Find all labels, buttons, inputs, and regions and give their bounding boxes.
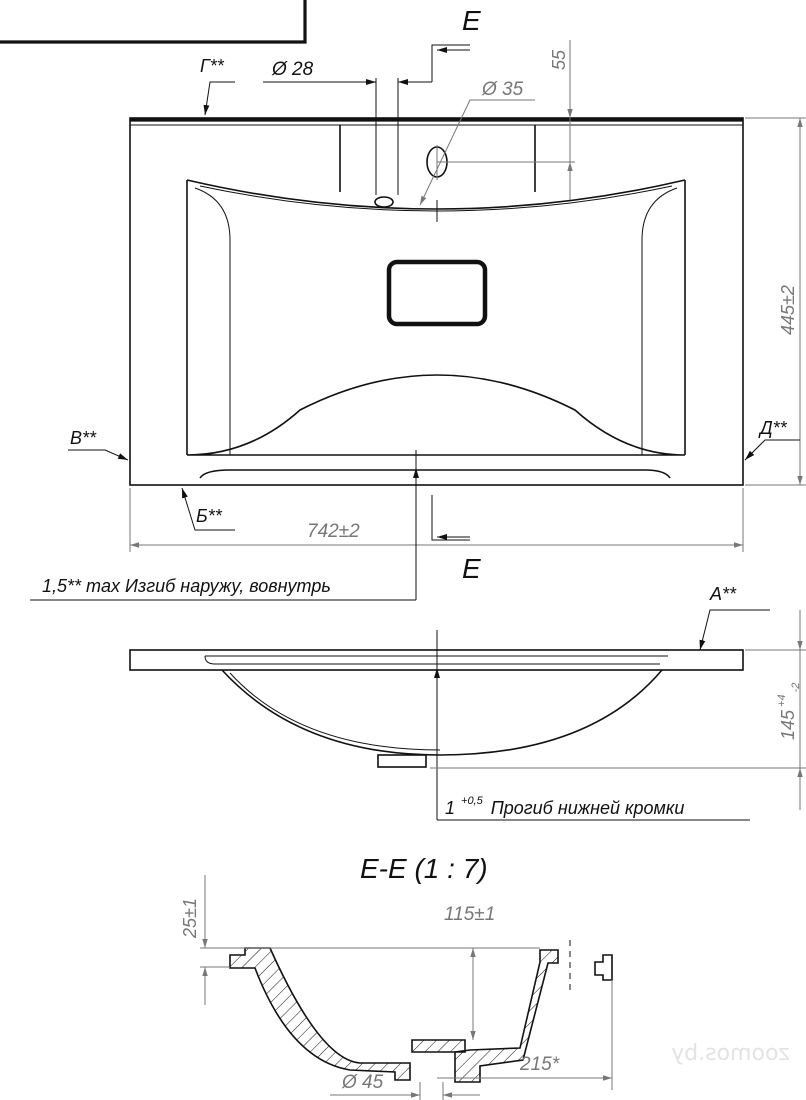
section-mark-e-bottom: E [462,553,481,584]
height-145-tol-plus: +4 [776,694,788,707]
side-view: 1 +0,5 Прогиб нижней кромки A** 145 +4-2 [129,584,806,821]
edge-v-label: В** [70,428,97,448]
bend-note: 1,5** max Изгиб наружу, вовнутрь [42,576,331,596]
bowl-outline [186,179,686,456]
watermark: zoomos.by [671,1041,790,1066]
bowl-side [221,669,663,756]
dim-25-label: 25±1 [180,898,200,939]
sag-text: Прогиб нижней кромки [491,798,685,818]
dia-28-label: Ø 28 [271,59,314,80]
sag-note: 1 +0,5 Прогиб нижней кромки [445,795,684,818]
height-145-tol-minus: -2 [790,683,802,693]
drain-hole [374,196,394,208]
dia-35-label: Ø 35 [481,79,524,100]
dim-55-label: 55 [549,49,569,70]
width-dim-label: 742±2 [307,521,360,542]
sag-tolerance: +0,5 [461,795,484,807]
top-view: Ø 28 E E Ø 35 55 Г** 445±2 В** Д** Б** 7… [30,5,806,601]
section-left-wall [229,947,411,1081]
dia-45-label: Ø 45 [341,1072,384,1093]
dim-215-label: 215* [519,1054,560,1075]
section-mark-e-top: E [462,5,481,36]
height-145-value: 145 [778,709,798,740]
title-block-frame [0,0,307,44]
overflow-opening [386,259,488,327]
edge-b-label: Б** [196,506,223,526]
edge-a-label: A** [709,584,737,604]
section-right-wall [454,949,559,1083]
countertop-outline [129,117,744,486]
dim-115-label: 115±1 [444,904,495,925]
height-145-label: 145 +4-2 [776,683,802,740]
section-detail-flange [594,954,613,981]
front-lip [199,469,671,479]
edge-d-label: Д** [758,418,788,438]
faucet-deck [339,125,536,192]
edge-g-label: Г** [200,56,225,76]
sag-value: 1 [445,798,455,818]
height-dim-label: 445±2 [778,285,798,335]
section-title: E-E (1 : 7) [360,853,488,884]
section-view: E-E (1 : 7) 25±1 115±1 Ø 45 215* [180,853,613,1100]
drain-block [377,754,427,768]
section-drain-ring [411,1039,466,1053]
